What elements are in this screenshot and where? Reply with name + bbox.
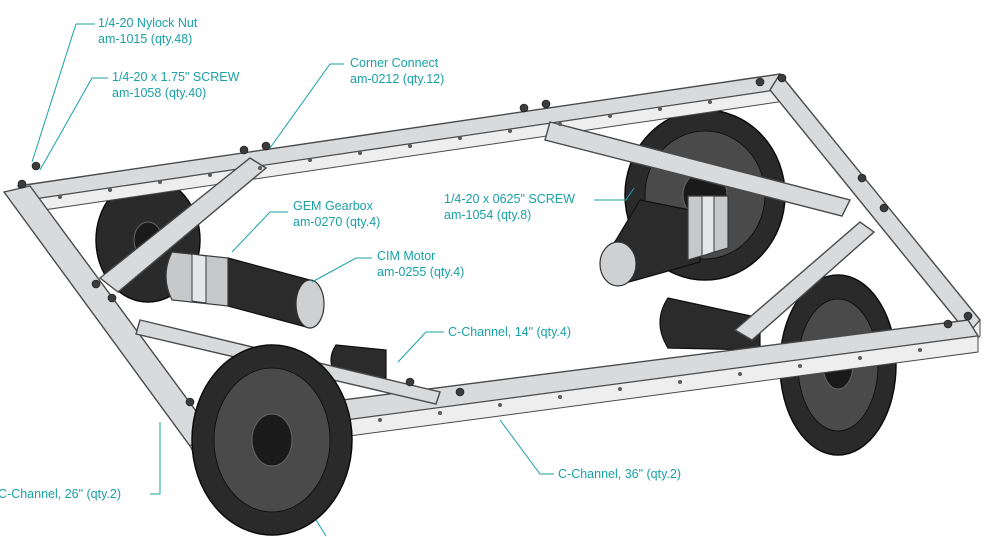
callout-c-channel-36-line1: C-Channel, 36" (qty.2): [558, 467, 681, 481]
gem-gearbox-left: [165, 251, 229, 307]
callout-corner-connect: Corner Connect am-0212 (qty.12): [350, 56, 444, 86]
callout-screw-0625-line1: 1/4-20 x 0625" SCREW: [444, 192, 575, 206]
c-channel-14-rear-right: [544, 121, 852, 217]
callout-corner-connect-line2: am-0212 (qty.12): [350, 72, 444, 86]
callout-c-channel-14-line1: C-Channel, 14" (qty.4): [448, 325, 571, 339]
callout-nylock-nut-line1: 1/4-20 Nylock Nut: [98, 16, 198, 30]
callout-cim-motor-line1: CIM Motor: [377, 249, 435, 263]
gem-gearbox-right: [687, 195, 729, 261]
callout-cim-motor: CIM Motor am-0255 (qty.4): [377, 249, 464, 279]
leader-lines: [31, 23, 635, 537]
omni-wheel-front-left: [191, 344, 353, 536]
callout-nylock-nut-line2: am-1015 (qty.48): [98, 32, 192, 46]
callout-screw-175-line1: 1/4-20 x 1.75" SCREW: [112, 70, 240, 84]
cim-motor-right: [599, 199, 701, 287]
callout-screw-0625-line2: am-1054 (qty.8): [444, 208, 531, 222]
callout-c-channel-26-line1: C-Channel, 26" (qty.2): [0, 487, 121, 501]
callout-c-channel-26: C-Channel, 26" (qty.2): [0, 487, 121, 501]
callout-screw-0625: 1/4-20 x 0625" SCREW am-1054 (qty.8): [444, 192, 575, 222]
callout-gem-gearbox-line2: am-0270 (qty.4): [293, 215, 380, 229]
callout-c-channel-14: C-Channel, 14" (qty.4): [448, 325, 571, 339]
callout-c-channel-36: C-Channel, 36" (qty.2): [558, 467, 681, 481]
c-channel-14-rear-left: [98, 157, 268, 293]
callout-screw-175-line2: am-1058 (qty.40): [112, 86, 206, 100]
callout-gem-gearbox: GEM Gearbox am-0270 (qty.4): [293, 199, 380, 229]
callout-screw-175: 1/4-20 x 1.75" SCREW am-1058 (qty.40): [112, 70, 240, 100]
callout-cim-motor-line2: am-0255 (qty.4): [377, 265, 464, 279]
cim-motor-left: [227, 257, 325, 329]
callout-nylock-nut: 1/4-20 Nylock Nut am-1015 (qty.48): [98, 16, 198, 46]
c-channel-14-front-right: [733, 221, 876, 341]
callout-gem-gearbox-line1: GEM Gearbox: [293, 199, 374, 213]
callout-corner-connect-line1: Corner Connect: [350, 56, 439, 70]
